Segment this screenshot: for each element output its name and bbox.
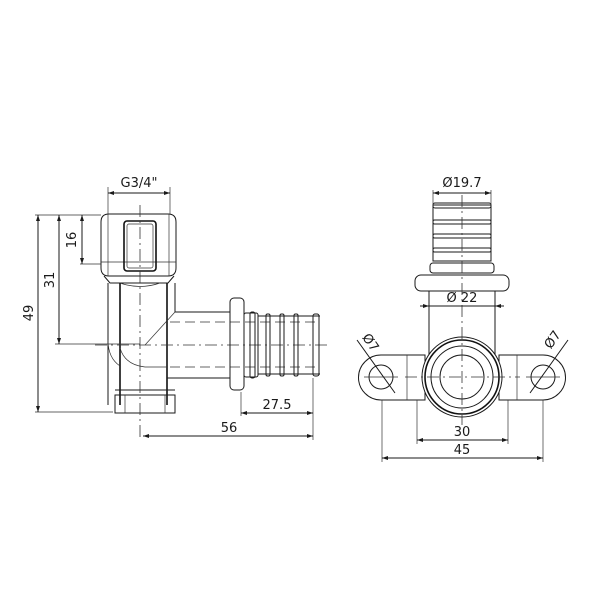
dim-27-5-label: 27.5	[263, 398, 292, 413]
dim-hole-left-label: Ø7	[358, 331, 381, 355]
dim-49-label: 49	[22, 305, 37, 322]
dim-31-label: 31	[43, 272, 58, 289]
dim-body-width-label: 30	[454, 425, 471, 440]
dim-body-diameter-label: Ø 22	[447, 291, 478, 306]
dim-16-label: 16	[65, 232, 80, 249]
side-view: G3/4" 16 31 49 27.5 56	[22, 176, 330, 440]
dim-thread-label: G3/4"	[121, 176, 158, 191]
dim-56-label: 56	[221, 421, 238, 436]
dim-total-width-label: 45	[454, 443, 471, 458]
dim-hole-right-label: Ø7	[542, 328, 565, 352]
front-view: Ø7 Ø7 Ø19.7 Ø 22 30 45	[356, 176, 569, 462]
dim-tail-diameter-label: Ø19.7	[442, 176, 481, 191]
